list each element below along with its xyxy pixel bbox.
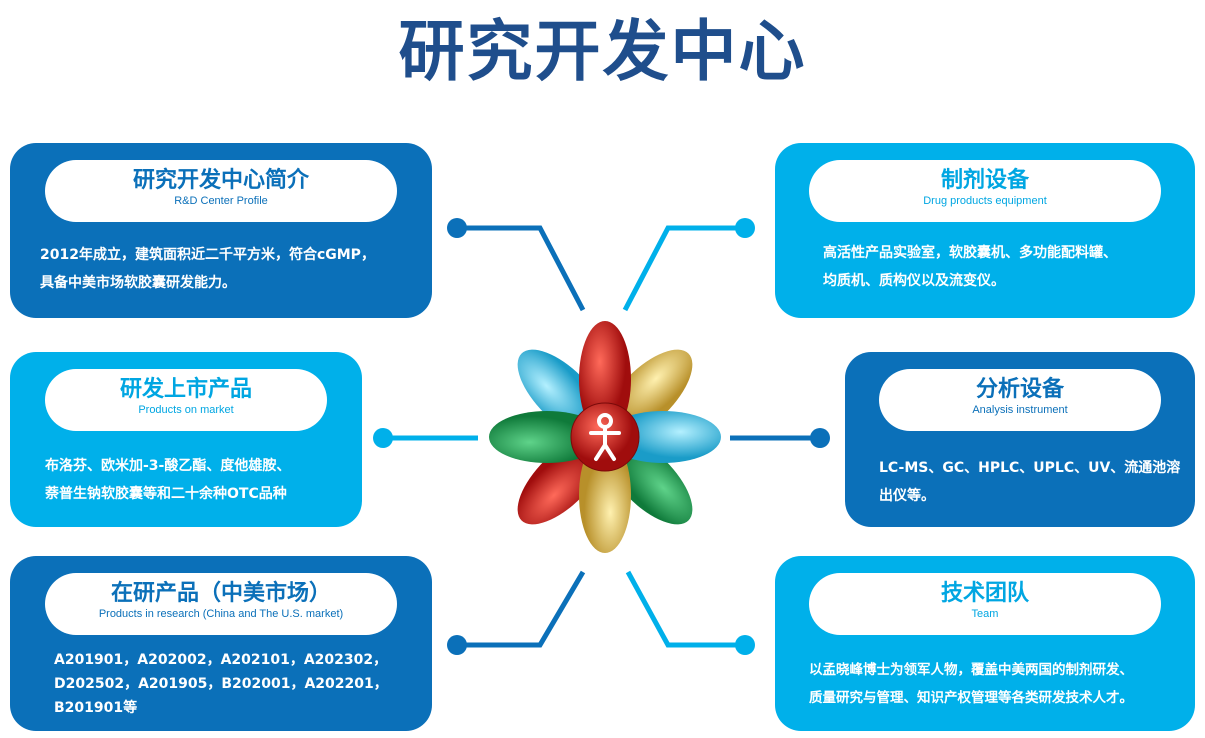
page-title: 研究开发中心 <box>398 13 807 90</box>
card-subtitle: Products in research (China and The U.S.… <box>98 608 344 620</box>
capsule-flower-icon <box>489 321 721 553</box>
connector-market <box>373 428 478 448</box>
card-team: 技术团队 Team 以孟晓峰博士为领军人物，覆盖中美两国的制剂研发、 质量研究与… <box>775 556 1195 731</box>
card-text-line: LC-MS、GC、HPLC、UPLC、UV、流通池溶 <box>879 460 1181 476</box>
card-title: 技术团队 <box>940 581 1029 606</box>
card-text-line: 2012年成立，建筑面积近二千平方米，符合cGMP， <box>40 247 375 263</box>
card-products-on-market: 研发上市产品 Products on market 布洛芬、欧米加-3-酸乙酯、… <box>10 352 362 527</box>
card-subtitle: Team <box>971 608 999 620</box>
card-header-pill: 在研产品（中美市场） Products in research (China a… <box>45 573 397 635</box>
card-header-pill: 研究开发中心简介 R&D Center Profile <box>45 160 397 222</box>
card-header-pill: 技术团队 Team <box>809 573 1161 635</box>
person-icon <box>589 413 621 461</box>
card-title: 研发上市产品 <box>119 377 252 402</box>
connector-team <box>625 570 755 655</box>
connector-equipment <box>622 218 755 312</box>
connector-profile <box>447 218 586 312</box>
card-subtitle: Products on market <box>138 404 234 416</box>
card-text-line: D202502，A201905，B202001，A202201， <box>54 676 388 692</box>
card-text-line: B201901等 <box>54 700 138 716</box>
card-products-in-research: 在研产品（中美市场） Products in research (China a… <box>10 556 432 731</box>
card-text-line: 质量研究与管理、知识产权管理等各类研发技术人才。 <box>809 690 1133 706</box>
card-analysis-instrument: 分析设备 Analysis instrument LC-MS、GC、HPLC、U… <box>845 352 1195 527</box>
card-header-pill: 制剂设备 Drug products equipment <box>809 160 1161 222</box>
card-text-line: 均质机、质构仪以及流变仪。 <box>823 273 1005 289</box>
connector-analysis <box>730 428 830 448</box>
card-title: 研究开发中心简介 <box>132 168 309 193</box>
card-text-line: 出仪等。 <box>879 488 935 504</box>
card-text-line: 萘普生钠软胶囊等和二十余种OTC品种 <box>45 486 287 502</box>
card-subtitle: Drug products equipment <box>923 195 1047 207</box>
connector-research <box>447 570 586 655</box>
card-text-line: 布洛芬、欧米加-3-酸乙酯、度他雄胺、 <box>45 458 291 474</box>
card-subtitle: R&D Center Profile <box>174 195 268 207</box>
card-text-line: 高活性产品实验室，软胶囊机、多功能配料罐、 <box>823 245 1117 261</box>
card-title: 分析设备 <box>975 377 1064 402</box>
card-drug-equipment: 制剂设备 Drug products equipment 高活性产品实验室，软胶… <box>775 143 1195 318</box>
card-header-pill: 分析设备 Analysis instrument <box>879 369 1161 431</box>
card-title: 制剂设备 <box>940 168 1029 193</box>
card-text-line: 以孟晓峰博士为领军人物，覆盖中美两国的制剂研发、 <box>809 662 1133 678</box>
card-rd-profile: 研究开发中心简介 R&D Center Profile 2012年成立，建筑面积… <box>10 143 432 318</box>
card-header-pill: 研发上市产品 Products on market <box>45 369 327 431</box>
card-title: 在研产品（中美市场） <box>110 581 331 606</box>
card-text-line: A201901，A202002，A202101，A202302， <box>54 652 388 668</box>
card-subtitle: Analysis instrument <box>972 404 1068 416</box>
card-text-line: 具备中美市场软胶囊研发能力。 <box>40 275 236 291</box>
